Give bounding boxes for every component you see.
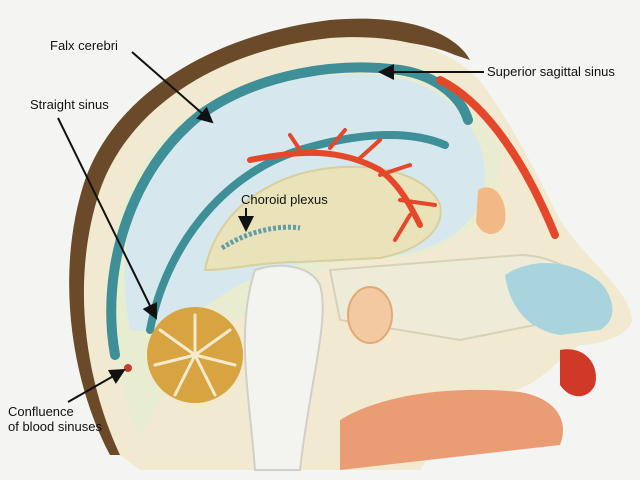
corpus-callosum (203, 165, 442, 272)
brainstem (243, 264, 324, 471)
choroid-plexus (220, 224, 301, 251)
confluence-label-line2: of blood sinuses (8, 419, 102, 434)
cerebral-arteries (247, 128, 437, 242)
confluence-pointer (67, 369, 126, 403)
nasal-cavity (505, 263, 613, 335)
frontal-sinus (476, 187, 506, 234)
confluence-marker (124, 364, 132, 372)
falx-cerebri-pointer (131, 51, 214, 124)
superior-sagittal-sinus-label: Superior sagittal sinus (487, 64, 615, 79)
straight-sinus-label: Straight sinus (30, 97, 109, 112)
choroid-plexus-label: Choroid plexus (241, 192, 328, 207)
scalp-artery (436, 76, 559, 239)
straight-sinus-pointer (57, 117, 158, 320)
confluence-label-line1: Confluence (8, 404, 74, 419)
confluence-of-blood-sinuses-label: Confluence of blood sinuses (8, 404, 128, 434)
arbor-vitae (153, 313, 237, 397)
superior-sagittal-sinus (106, 62, 473, 360)
tongue (340, 389, 564, 470)
falx-cerebri-label: Falx cerebri (50, 38, 118, 53)
lips (560, 349, 596, 397)
sphenoid-sinus (347, 286, 393, 344)
